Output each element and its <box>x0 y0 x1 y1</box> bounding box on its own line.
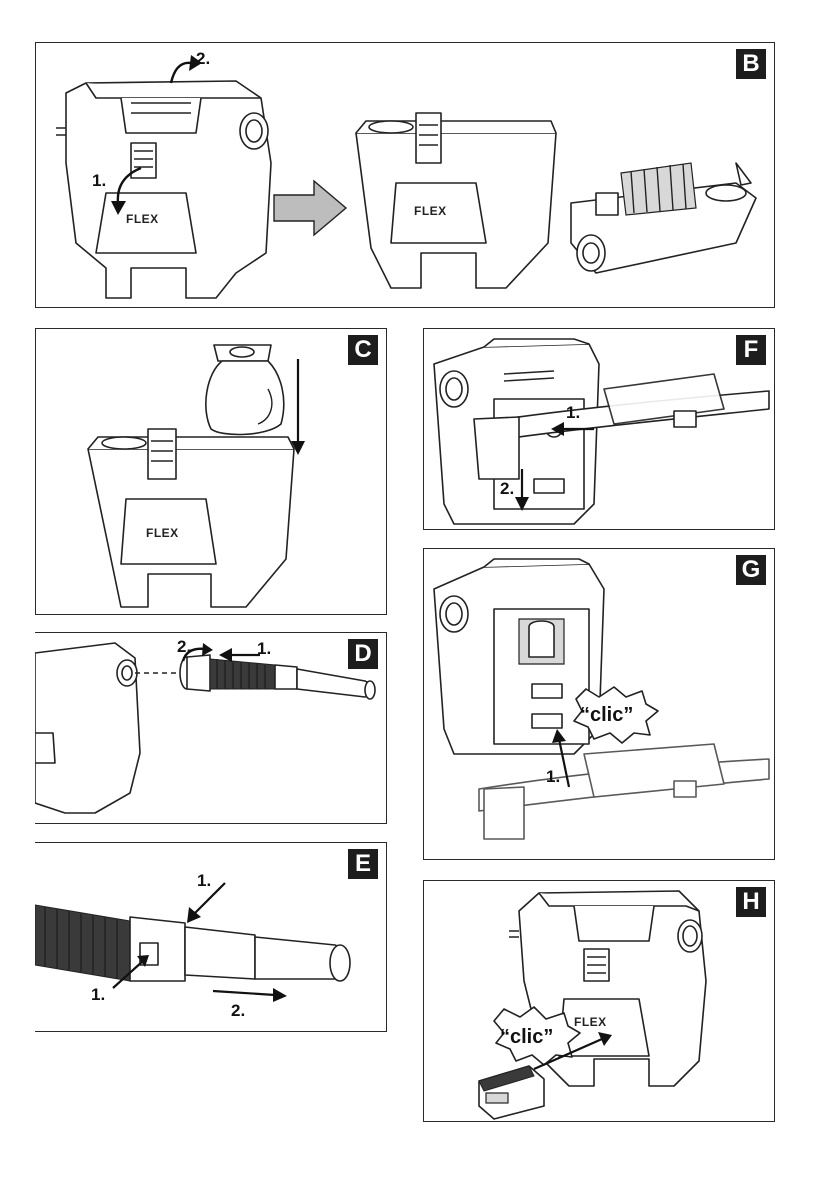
dust-container-icon: FLEX <box>88 429 294 607</box>
brand-logo: FLEX <box>574 1015 607 1029</box>
panel-e: E 1. 1. 2. <box>35 842 387 1032</box>
panel-g-illustration: “clic” <box>424 549 775 860</box>
panel-h: H FLEX “clic” <box>423 880 775 1122</box>
step-1-label: 1. <box>566 403 580 423</box>
clic-sound-label: “clic” <box>580 704 633 726</box>
step-1-label: 1. <box>257 639 271 659</box>
panel-b: B FLEX FLEX <box>35 42 775 308</box>
clic-sound-label: “clic” <box>500 1026 553 1048</box>
pull-arrow-icon <box>213 991 275 995</box>
step-2-label: 2. <box>196 49 210 69</box>
filter-unit-icon <box>571 163 756 273</box>
panel-b-illustration: FLEX FLEX <box>36 43 775 308</box>
panel-g: G “clic” 1. <box>423 548 775 860</box>
panel-f: F 1. 2. <box>423 328 775 530</box>
brand-logo: FLEX <box>146 526 179 540</box>
dust-container-icon: FLEX <box>356 113 556 288</box>
next-step-arrow-icon <box>274 181 346 235</box>
panel-h-illustration: FLEX “clic” <box>424 881 775 1122</box>
lift-arrow-icon <box>171 63 191 83</box>
panel-c-illustration: FLEX <box>36 329 387 615</box>
vacuum-back-icon <box>434 559 604 754</box>
brand-logo: FLEX <box>126 212 159 226</box>
step-2-label: 2. <box>231 1001 245 1021</box>
vacuum-unit-icon: FLEX <box>56 81 271 298</box>
panel-d: D 2. 1. <box>35 632 387 824</box>
filter-bag-icon <box>206 345 284 434</box>
panel-f-illustration <box>424 329 775 530</box>
step-1b-label: 1. <box>91 985 105 1005</box>
shoulder-strap-icon <box>479 744 769 839</box>
brand-logo: FLEX <box>414 204 447 218</box>
vacuum-side-icon <box>35 643 140 813</box>
hose-connector-icon <box>180 655 375 699</box>
battery-pack-icon <box>479 1066 544 1119</box>
step-1a-label: 1. <box>197 871 211 891</box>
panel-d-illustration <box>35 633 387 824</box>
panel-c: C FLEX <box>35 328 387 615</box>
step-2-label: 2. <box>500 479 514 499</box>
step-1-label: 1. <box>92 171 106 191</box>
step-2-label: 2. <box>177 637 191 657</box>
step-1-label: 1. <box>546 767 560 787</box>
